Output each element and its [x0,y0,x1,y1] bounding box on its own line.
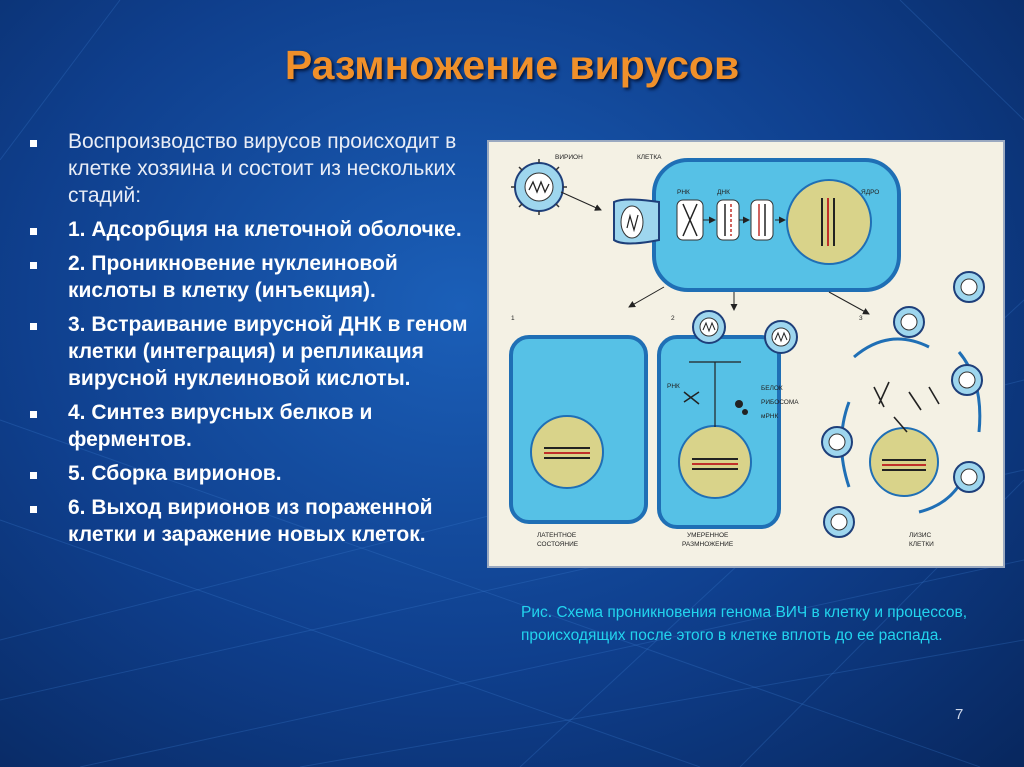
label-rna-2: РНК [667,383,680,390]
bullet-text: 4. Синтез вирусных белков и ферментов. [68,401,373,451]
bullet-text: 6. Выход вирионов из пораженной клетки и… [68,496,433,546]
bullet-text: Воспроизводство вирусов происходит в кле… [68,130,457,207]
virus-replication-diagram: ВИРИОН КЛЕТКА РНК [487,140,1005,568]
label-dna: ДНК [717,189,730,196]
bullet-marker [30,411,37,418]
bullet-item-intro: Воспроизводство вирусов происходит в кле… [30,128,490,209]
arrow-adsorption [560,191,602,211]
bullet-item-adsorption: 1. Адсорбция на клеточной оболочке. [30,216,490,243]
rna-dna-conversion [676,199,786,241]
bullet-marker [30,140,37,147]
bullet-marker [30,262,37,269]
bullet-item-synthesis: 4. Синтез вирусных белков и ферментов. [30,399,490,453]
page-number: 7 [955,706,964,723]
virion-released [764,320,798,354]
label-mrna: мРНК [761,413,778,420]
bullet-list: Воспроизводство вирусов происходит в кле… [30,128,490,555]
label-nucleus: ЯДРО [861,189,879,196]
latent-cell [509,335,648,524]
bullet-item-release: 6. Выход вирионов из пораженной клетки и… [30,494,490,548]
label-lysis-1: ЛИЗИС [909,532,932,539]
bullet-text: 5. Сборка вирионов. [68,462,282,485]
label-rna: РНК [677,189,690,196]
label-moderate-1: УМЕРЕННОЕ [687,532,729,539]
label-cell: КЛЕТКА [637,154,662,161]
bullet-item-assembly: 5. Сборка вирионов. [30,460,490,487]
bullet-marker [30,323,37,330]
slide-title: Размножение вирусов [284,42,740,88]
label-protein: БЕЛОК [761,385,783,392]
virions-released-lysis [821,271,985,538]
label-num-1: 1 [511,315,515,322]
virion-top [511,159,567,215]
bullet-text: 2. Проникновение нуклеиновой кислоты в к… [68,252,398,302]
bullet-item-integration: 3. Встраивание вирусной ДНК в геном клет… [30,311,490,392]
bullet-marker [30,472,37,479]
bullet-text: 1. Адсорбция на клеточной оболочке. [68,218,462,241]
label-latent-2: СОСТОЯНИЕ [537,541,579,548]
label-moderate-2: РАЗМНОЖЕНИЕ [682,541,734,548]
virion-entering [613,198,660,245]
figure-caption: Рис. Схема проникновения генома ВИЧ в кл… [521,604,968,644]
bullet-text: 3. Встраивание вирусной ДНК в геном клет… [68,313,468,390]
diagram-svg: ВИРИОН КЛЕТКА РНК [509,154,985,548]
arrow-to-lysis [828,291,870,315]
label-virion: ВИРИОН [555,154,583,161]
label-lysis-2: КЛЕТКИ [909,541,934,548]
bullet-marker [30,228,37,235]
bullet-item-penetration: 2. Проникновение нуклеиновой кислоты в к… [30,250,490,304]
label-latent-1: ЛАТЕНТНОЕ [537,532,577,539]
bullet-marker [30,506,37,513]
label-num-3: 3 [859,315,863,322]
virion-budding [692,310,726,344]
arrow-to-latent [628,286,665,308]
label-num-2: 2 [671,315,675,322]
label-ribosome: РИБОСОМА [761,399,799,406]
moderate-cell [657,335,781,529]
